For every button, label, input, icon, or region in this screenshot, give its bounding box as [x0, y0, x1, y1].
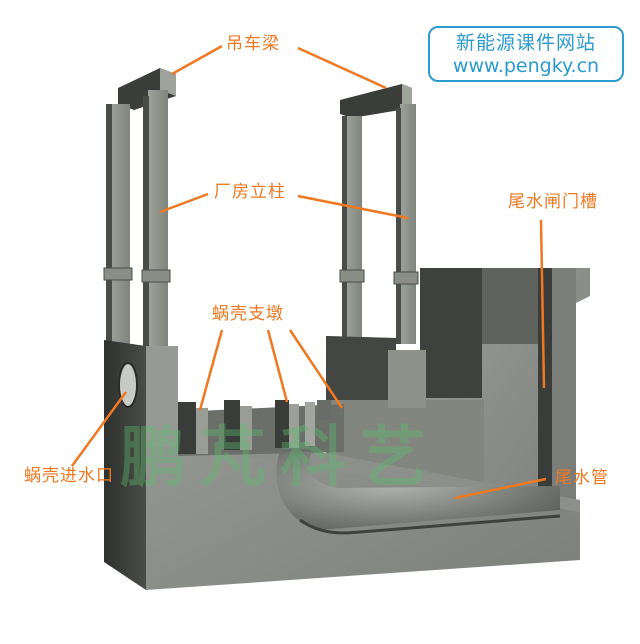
label-crane-beam: 吊车梁 — [226, 34, 280, 54]
label-spiral-case-inlet: 蜗壳进水口 — [24, 466, 114, 486]
pier-2 — [224, 400, 240, 450]
left-column-frame — [103, 68, 176, 346]
brand-url: www.pengky.cn — [452, 55, 600, 77]
label-draft-tube: 尾水管 — [555, 468, 609, 488]
pier-3 — [275, 400, 289, 448]
label-draft-gate-slot: 尾水闸门槽 — [508, 192, 598, 212]
main-base-block — [104, 340, 580, 590]
right-column-frame — [339, 84, 419, 346]
brand-badge: 新能源课件网站 www.pengky.cn — [428, 26, 624, 82]
pier-1 — [178, 402, 196, 454]
label-spiral-case-pier: 蜗壳支墩 — [212, 304, 284, 324]
label-powerhouse-column: 厂房立柱 — [214, 182, 286, 202]
watermark: 鹏芃科艺 — [120, 419, 440, 496]
draft-tube-cavity — [276, 452, 560, 530]
brand-title: 新能源课件网站 — [455, 32, 596, 54]
spiral-case-inlet-opening — [118, 362, 138, 408]
tailrace-block — [420, 268, 590, 520]
leader-lines — [70, 44, 547, 500]
